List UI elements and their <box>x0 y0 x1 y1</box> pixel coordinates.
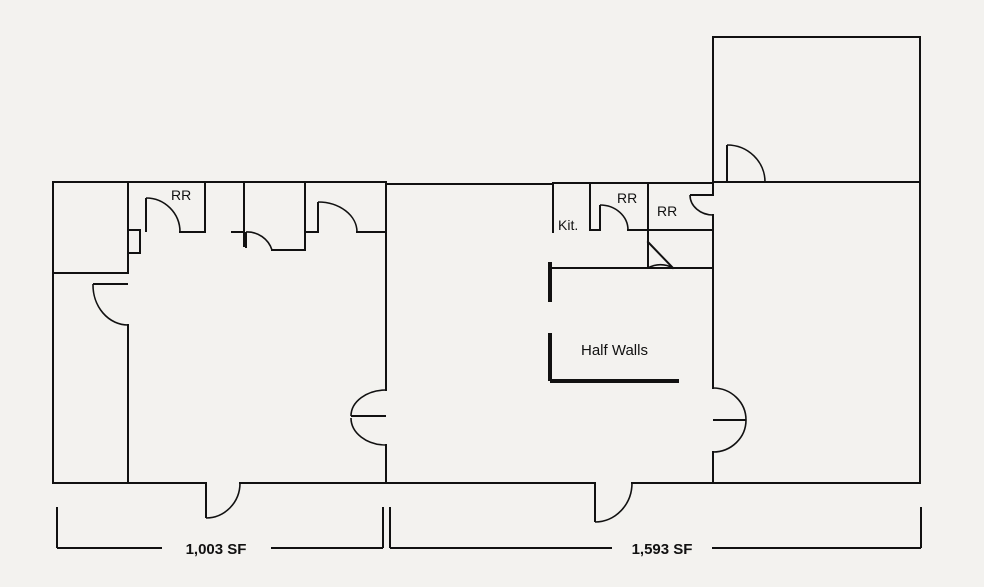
room-label-kitchen: Kit. <box>558 217 578 233</box>
room-label-half-walls: Half Walls <box>581 342 648 359</box>
room-label-rr-center: RR <box>617 190 637 206</box>
exterior-walls <box>52 36 921 484</box>
left-suite-walls <box>52 181 387 484</box>
dimension-label-left-suite: 1,003 SF <box>186 541 247 558</box>
dimension-left <box>56 507 384 549</box>
room-label-rr-left: RR <box>171 187 191 203</box>
room-label-rr-right: RR <box>657 203 677 219</box>
dimension-label-right-suite: 1,593 SF <box>632 541 693 558</box>
half-walls <box>548 262 679 383</box>
doors <box>92 144 766 523</box>
right-suite-walls <box>552 182 714 484</box>
dimension-right <box>389 507 922 549</box>
